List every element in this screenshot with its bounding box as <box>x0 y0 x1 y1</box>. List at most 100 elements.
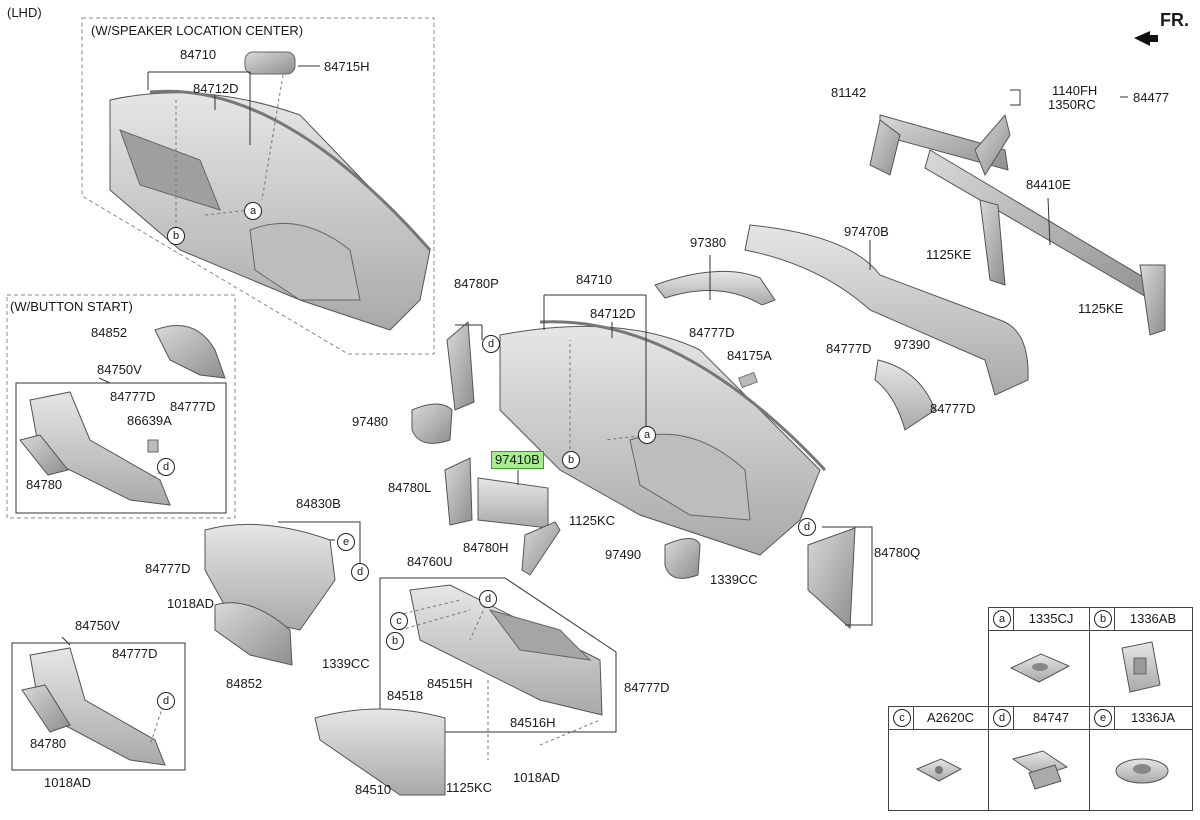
part-label-84780h[interactable]: 84780H <box>463 540 509 555</box>
part-label-84510[interactable]: 84510 <box>355 782 392 797</box>
vent-97490-icon <box>664 538 701 579</box>
speaker-group-outline <box>81 17 435 355</box>
callout-b-top[interactable]: b <box>167 227 185 245</box>
part-label-84780-b[interactable]: 84780 <box>30 736 67 751</box>
part-label-1125ke-b[interactable]: 1125KE <box>1078 301 1124 316</box>
part-label-1125kc-mid[interactable]: 1125KC <box>569 513 616 528</box>
part-label-84777d-d[interactable]: 84777D <box>112 646 158 661</box>
part-label-84852-b[interactable]: 84852 <box>226 676 263 691</box>
legend-key-a: a <box>993 610 1011 628</box>
part-label-1339cc-b[interactable]: 1339CC <box>322 656 370 671</box>
part-label-1125ke-a[interactable]: 1125KE <box>926 247 972 262</box>
part-label-1339cc-mid[interactable]: 1339CC <box>710 572 758 587</box>
part-label-1350rc[interactable]: 1350RC <box>1048 97 1096 112</box>
callout-d-button-start[interactable]: d <box>157 458 175 476</box>
callout-d-glovebox[interactable]: d <box>479 590 497 608</box>
part-label-1018ad-b[interactable]: 1018AD <box>44 775 91 790</box>
callout-c-glovebox[interactable]: c <box>390 612 408 630</box>
air-duct-side-right-icon <box>874 359 936 431</box>
clip-1336ab-icon <box>1121 641 1161 693</box>
part-label-97470b[interactable]: 97470B <box>844 224 889 239</box>
callout-a-top[interactable]: a <box>244 202 262 220</box>
part-label-1125kc-b[interactable]: 1125KC <box>446 780 493 795</box>
clip-84747-icon <box>1011 750 1069 790</box>
bracket-84780h-icon <box>521 521 561 576</box>
legend-cell-a[interactable]: a 1335CJ <box>988 607 1090 707</box>
callout-e-84830b[interactable]: e <box>337 533 355 551</box>
panel-84780-b-icon <box>21 684 71 733</box>
part-label-97410b-highlighted[interactable]: 97410B <box>491 451 544 469</box>
side-cover-84780q-icon <box>807 527 856 630</box>
bracket-84175a-icon <box>738 371 758 389</box>
part-label-81142[interactable]: 81142 <box>831 85 867 100</box>
cover-84852-b-icon <box>214 602 293 666</box>
part-label-1140fh[interactable]: 1140FH <box>1052 83 1098 98</box>
group-title-speaker-center: (W/SPEAKER LOCATION CENTER) <box>91 23 304 38</box>
part-label-84710-top[interactable]: 84710 <box>180 47 217 62</box>
part-label-84712d-mid[interactable]: 84712D <box>590 306 636 321</box>
part-label-84750v-a[interactable]: 84750V <box>97 362 142 377</box>
nut-1335cj-icon <box>1009 653 1071 683</box>
legend-code-c: A2620C <box>927 710 974 725</box>
part-label-97480[interactable]: 97480 <box>352 414 389 429</box>
variant-label: (LHD) <box>7 5 42 20</box>
part-label-97380[interactable]: 97380 <box>690 235 727 250</box>
part-label-86639a[interactable]: 86639A <box>127 413 172 428</box>
leader-lines <box>61 65 1128 646</box>
part-label-97390[interactable]: 97390 <box>894 337 931 352</box>
legend-key-d: d <box>993 709 1011 727</box>
cowl-cross-bar-icon <box>869 113 1166 336</box>
part-label-84477[interactable]: 84477 <box>1133 90 1170 105</box>
side-cover-84780p-icon <box>446 320 475 411</box>
callout-d-84780q[interactable]: d <box>798 518 816 536</box>
part-label-84175a[interactable]: 84175A <box>727 348 772 363</box>
callout-a-mid[interactable]: a <box>638 426 656 444</box>
part-label-84777d-duct3[interactable]: 84777D <box>930 401 976 416</box>
part-label-84777d-duct2[interactable]: 84777D <box>826 341 872 356</box>
part-label-84712d-top[interactable]: 84712D <box>193 81 239 96</box>
bracket-84780l-icon <box>444 457 473 526</box>
speaker-grille-icon <box>244 51 296 75</box>
vent-97480-icon <box>411 403 453 444</box>
part-label-84777d-e[interactable]: 84777D <box>624 680 670 695</box>
part-label-84410e[interactable]: 84410E <box>1026 177 1071 192</box>
part-label-1018ad-c[interactable]: 1018AD <box>513 770 560 785</box>
cover-84852-a-icon <box>154 325 226 379</box>
part-label-1018ad-a[interactable]: 1018AD <box>167 596 214 611</box>
part-label-84760u[interactable]: 84760U <box>407 554 453 569</box>
part-label-84780p[interactable]: 84780P <box>454 276 499 291</box>
part-label-84715h[interactable]: 84715H <box>324 59 370 74</box>
part-label-84750v-b[interactable]: 84750V <box>75 618 120 633</box>
part-label-84780q[interactable]: 84780Q <box>874 545 921 560</box>
part-label-84516h[interactable]: 84516H <box>510 715 556 730</box>
front-direction-label: FR. <box>1160 10 1189 30</box>
part-label-84780-a[interactable]: 84780 <box>26 477 63 492</box>
part-label-84518[interactable]: 84518 <box>387 688 424 703</box>
callout-d-bottom-left[interactable]: d <box>157 692 175 710</box>
callout-d-84830b[interactable]: d <box>351 563 369 581</box>
part-label-84777d-duct1[interactable]: 84777D <box>689 325 735 340</box>
part-label-84780l[interactable]: 84780L <box>388 480 432 495</box>
part-label-97490[interactable]: 97490 <box>605 547 642 562</box>
part-label-84777d-b2[interactable]: 84777D <box>170 399 216 414</box>
legend-code-b: 1336AB <box>1129 611 1177 626</box>
part-label-84852-a[interactable]: 84852 <box>91 325 128 340</box>
legend-code-e: 1336JA <box>1130 710 1176 725</box>
dashboard-top-icon <box>109 89 432 331</box>
callout-b-glovebox[interactable]: b <box>386 632 404 650</box>
callout-d-84780p[interactable]: d <box>482 335 500 353</box>
part-label-84777d-b1[interactable]: 84777D <box>110 389 156 404</box>
part-label-84777d-c[interactable]: 84777D <box>145 561 191 576</box>
callout-b-mid[interactable]: b <box>562 451 580 469</box>
part-label-84830b[interactable]: 84830B <box>296 496 341 511</box>
part-label-84710-mid[interactable]: 84710 <box>576 272 613 287</box>
part-label-84515h[interactable]: 84515H <box>427 676 473 691</box>
legend-code-a: 1335CJ <box>1028 611 1074 626</box>
